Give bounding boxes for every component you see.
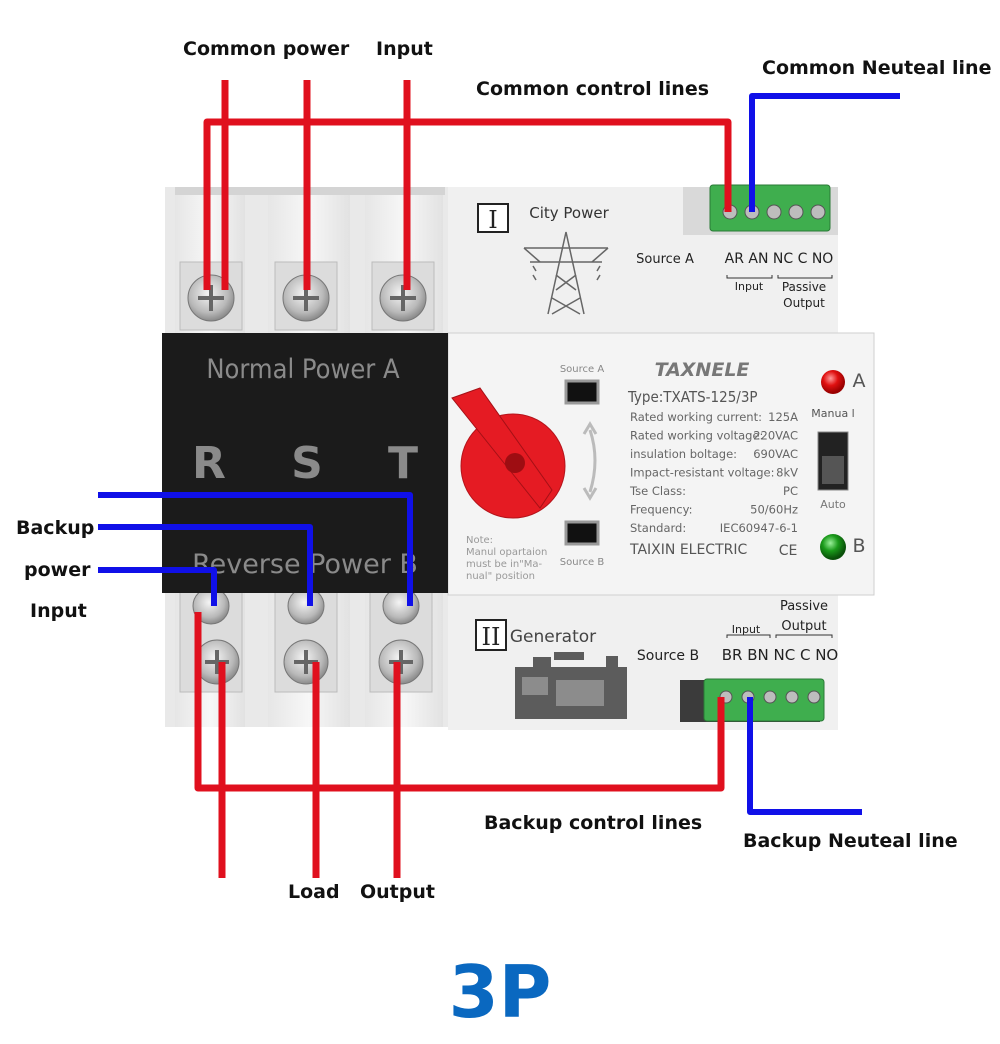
spec-value: 50/60Hz bbox=[750, 503, 798, 517]
auto-label: Auto bbox=[820, 498, 846, 511]
rotate-arrow-icon bbox=[588, 429, 597, 493]
source-a-window bbox=[564, 379, 600, 405]
generator-title: Generator bbox=[510, 627, 596, 647]
backup-neutral-line-label: Backup Neuteal line bbox=[743, 830, 958, 852]
model-type-label: Type:TXATS-125/3P bbox=[627, 388, 758, 406]
top-terminals bbox=[179, 261, 435, 331]
spec-value: 690VAC bbox=[753, 447, 798, 461]
source-a-led-icon bbox=[821, 370, 845, 394]
bottom-input-label: Input bbox=[732, 623, 761, 636]
source-a-label: Source A bbox=[636, 252, 694, 267]
ce-mark: CE bbox=[779, 543, 798, 559]
generator-icon bbox=[515, 652, 627, 719]
spec-value: 8kV bbox=[776, 466, 798, 480]
common-neutral-wire bbox=[749, 93, 900, 212]
generator-panel: II Generator Source B Passive Input Outp… bbox=[475, 599, 839, 719]
spec-list: Rated working current: 125A Rated working … bbox=[629, 410, 798, 535]
spec-key: insulation boltage: bbox=[630, 447, 737, 461]
common-control-lines-label: Common control lines bbox=[476, 78, 710, 100]
cover-reverse-power-label: Reverse Power B bbox=[192, 549, 418, 580]
red-wires bbox=[194, 80, 732, 878]
svg-text:Manul opartaion: Manul opartaion bbox=[466, 547, 547, 558]
roman-one-label: I bbox=[488, 206, 497, 234]
backup-control-lines-label: Backup control lines bbox=[484, 812, 703, 834]
source-b-window-label: Source B bbox=[560, 557, 605, 568]
spec-key: Tse Class: bbox=[629, 484, 686, 498]
input-left-label: Input bbox=[30, 600, 87, 622]
source-b-window bbox=[564, 520, 600, 546]
maker-label: TAIXIN ELECTRIC bbox=[629, 542, 747, 558]
note-text: Note: Manul opartaion must be in"Ma- nua… bbox=[466, 535, 547, 582]
indicator-a-label: A bbox=[853, 370, 866, 392]
spec-value: PC bbox=[783, 484, 798, 498]
phase-letter-t: T bbox=[388, 438, 418, 489]
source-b-label: Source B bbox=[637, 648, 699, 664]
cover-normal-power-label: Normal Power A bbox=[206, 354, 400, 385]
spec-value: IEC60947-6-1 bbox=[720, 521, 798, 535]
common-neutral-line-label: Common Neuteal line bbox=[762, 57, 992, 79]
spec-key: Rated working voltage: bbox=[630, 429, 763, 443]
source-a-window-label: Source A bbox=[560, 364, 605, 375]
power-tower-icon bbox=[523, 231, 609, 315]
roman-two-label: II bbox=[482, 623, 501, 651]
indicator-b-label: B bbox=[852, 535, 865, 557]
input-top-label: Input bbox=[376, 38, 433, 60]
brand-logo: TAXNELE bbox=[655, 359, 750, 381]
svg-text:nual" position: nual" position bbox=[466, 571, 535, 582]
pole-count-title: 3P bbox=[448, 950, 552, 1034]
selector-knob[interactable] bbox=[451, 387, 566, 519]
phase-letter-s: S bbox=[291, 438, 323, 489]
common-power-label: Common power bbox=[183, 38, 350, 60]
blue-wires bbox=[98, 93, 900, 815]
power-label: power bbox=[24, 559, 91, 581]
output-label: Output bbox=[360, 881, 435, 903]
top-terminal-block bbox=[709, 184, 831, 232]
bottom-terminals bbox=[179, 587, 433, 693]
source-b-led-icon bbox=[820, 534, 846, 560]
backup-label: Backup bbox=[16, 517, 95, 539]
spec-value: 220VAC bbox=[753, 429, 798, 443]
spec-key: Frequency: bbox=[630, 503, 692, 517]
spec-key: Impact-resistant voltage: bbox=[630, 466, 775, 480]
bottom-passive-label: Passive bbox=[780, 599, 828, 614]
bottom-terminal-block bbox=[703, 678, 825, 722]
spec-key: Standard: bbox=[630, 521, 686, 535]
svg-text:must be in"Ma-: must be in"Ma- bbox=[466, 559, 543, 570]
city-power-title: City Power bbox=[529, 204, 609, 222]
top-passive-label: Passive bbox=[782, 280, 826, 294]
city-power-panel: I City Power Source A AR AN NC C NO Inpu… bbox=[477, 203, 834, 315]
bottom-output-label: Output bbox=[781, 619, 826, 634]
backup-control-wire bbox=[194, 612, 725, 792]
backup-power-wire bbox=[98, 567, 217, 606]
front-face: Source A Source B Note: Manul opartaion … bbox=[451, 359, 866, 582]
backup-power-wire bbox=[98, 524, 313, 606]
top-terminal-codes: AR AN NC C NO bbox=[725, 251, 834, 267]
black-cover bbox=[162, 333, 448, 593]
terminal-screw-icon bbox=[287, 587, 325, 625]
spec-value: 125A bbox=[768, 410, 798, 424]
phase-letter-r: R bbox=[192, 438, 226, 489]
backup-neutral-wire bbox=[747, 697, 862, 815]
top-output-label: Output bbox=[783, 296, 825, 310]
terminal-screw-icon bbox=[382, 587, 420, 625]
svg-text:Note:: Note: bbox=[466, 535, 493, 546]
manual-label: Manua l bbox=[811, 407, 854, 420]
top-input-label: Input bbox=[735, 280, 764, 293]
backup-power-wire bbox=[98, 492, 413, 606]
bottom-terminal-codes: BR BN NC C NO bbox=[722, 646, 839, 664]
spec-key: Rated working current: bbox=[630, 410, 762, 424]
load-label: Load bbox=[288, 881, 340, 903]
common-control-wire bbox=[203, 118, 732, 290]
